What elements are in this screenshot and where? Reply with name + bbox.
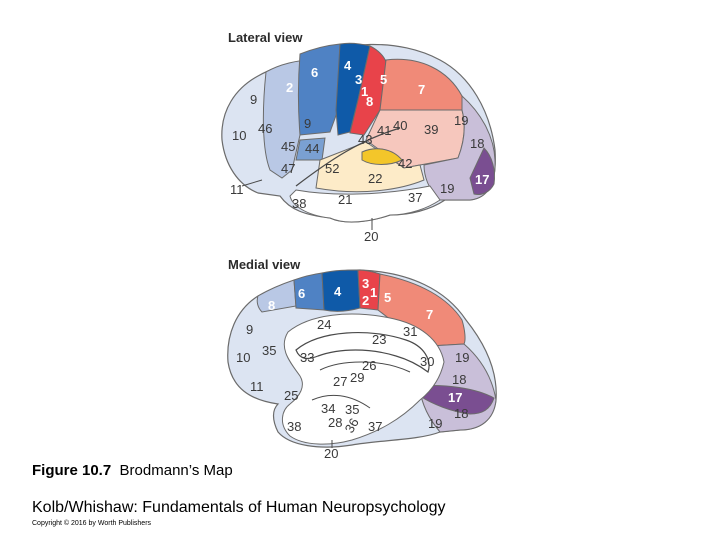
lateral-area-label: 42 xyxy=(398,156,412,171)
medial-area-label: 10 xyxy=(236,350,250,365)
lateral-region-21-37-38 xyxy=(289,185,441,223)
medial-area-label: 28 xyxy=(328,415,342,430)
lateral-area-label: 5 xyxy=(380,72,387,87)
lateral-area-label: 43 xyxy=(358,132,372,147)
lateral-sulcus-line xyxy=(295,127,401,187)
lateral-area-label: 3 xyxy=(355,72,362,87)
lateral-area-label: 4 xyxy=(344,58,352,73)
lateral-area-label: 40 xyxy=(393,118,407,133)
brodmann-diagram: Lateral view 4 6 3 5 1 xyxy=(221,30,497,460)
medial-area-label: 7 xyxy=(426,307,433,322)
figure-title: Brodmann’s Map xyxy=(119,462,233,479)
medial-region-8 xyxy=(256,279,297,313)
lateral-region-41-42 xyxy=(361,148,403,165)
lateral-area-label: 9 xyxy=(304,116,311,131)
medial-corpus-callosum xyxy=(295,332,430,373)
lateral-region-22 xyxy=(315,141,425,193)
medial-area-label: 2 xyxy=(362,293,369,308)
medial-area-label: 1 xyxy=(370,285,377,300)
lateral-view-title: Lateral view xyxy=(228,30,303,45)
medial-view: Medial view 3 6 4 1 8 2 5 24 7 31 xyxy=(227,257,497,460)
lateral-area-label: 9 xyxy=(250,92,257,107)
medial-area-label: 27 xyxy=(333,374,347,389)
lateral-area-label: 8 xyxy=(366,94,373,109)
medial-area-label: 11 xyxy=(250,379,264,394)
lateral-area-label: 19 xyxy=(440,181,454,196)
medial-hippocampal-line xyxy=(311,394,371,409)
lateral-area-label: 37 xyxy=(408,190,422,205)
lateral-area-label: 20 xyxy=(364,229,378,244)
medial-area-label: 26 xyxy=(362,358,376,373)
lateral-area-label: 10 xyxy=(232,128,246,143)
lateral-area-label: 39 xyxy=(424,122,438,137)
medial-view-title: Medial view xyxy=(228,257,301,272)
medial-area-label: 17 xyxy=(448,390,462,405)
lateral-area-label: 52 xyxy=(325,161,339,176)
medial-area-label: 30 xyxy=(420,354,434,369)
lateral-area-label: 47 xyxy=(281,161,295,176)
medial-area-label: 37 xyxy=(368,419,382,434)
lateral-region-3-1-2 xyxy=(349,45,387,136)
medial-area-label: 35 xyxy=(345,402,359,417)
medial-area-label: 8 xyxy=(268,298,275,313)
source-citation: Kolb/Whishaw: Fundamentals of Human Neur… xyxy=(32,499,446,516)
lateral-area-label: 7 xyxy=(418,82,425,97)
medial-area-label: 18 xyxy=(452,372,466,387)
medial-area-label: 36 xyxy=(342,415,362,435)
lateral-area-label: 41 xyxy=(377,123,391,138)
lateral-region-4 xyxy=(335,42,371,136)
medial-region-17 xyxy=(419,385,495,415)
lateral-region-6 xyxy=(298,43,341,136)
medial-area-label: 31 xyxy=(403,324,417,339)
figure-caption: Figure 10.7 Brodmann’s Map xyxy=(32,462,233,479)
lateral-area-label: 1 xyxy=(361,84,368,99)
medial-area-label: 23 xyxy=(372,332,386,347)
figure-number: Figure 10.7 xyxy=(32,462,112,479)
lateral-area-label: 11 xyxy=(230,182,244,197)
lateral-area-label: 2 xyxy=(286,80,293,95)
medial-area-label: 29 xyxy=(350,370,364,385)
copyright-notice: Copyright © 2016 by Worth Publishers xyxy=(32,520,152,527)
lateral-area-label: 46 xyxy=(258,121,272,136)
medial-area-label: 19 xyxy=(455,350,469,365)
lateral-area-label: 18 xyxy=(470,136,484,151)
medial-fornix-line xyxy=(319,361,411,373)
medial-area-label: 19 xyxy=(428,416,442,431)
medial-area-label: 25 xyxy=(284,388,298,403)
medial-area-label: 38 xyxy=(287,419,301,434)
lateral-area-label: 45 xyxy=(281,139,295,154)
medial-area-label: 3 xyxy=(362,276,369,291)
medial-area-label: 5 xyxy=(384,290,391,305)
lateral-area-label: 38 xyxy=(292,196,306,211)
lateral-area-label: 17 xyxy=(475,172,489,187)
lateral-view: Lateral view 4 6 3 5 1 xyxy=(221,30,496,244)
lateral-area-label: 44 xyxy=(305,141,319,156)
lateral-pointer-11 xyxy=(241,179,263,187)
lateral-area-label: 22 xyxy=(368,171,382,186)
medial-area-label: 24 xyxy=(317,317,331,332)
medial-area-label: 9 xyxy=(246,322,253,337)
lateral-area-label: 21 xyxy=(338,192,352,207)
medial-area-label: 33 xyxy=(300,350,314,365)
medial-area-label: 20 xyxy=(324,446,338,460)
lateral-area-label: 19 xyxy=(454,113,468,128)
lateral-area-label: 6 xyxy=(311,65,318,80)
medial-area-label: 6 xyxy=(298,286,305,301)
medial-area-label: 34 xyxy=(321,401,335,416)
medial-area-label: 35 xyxy=(262,343,276,358)
medial-area-label: 4 xyxy=(334,284,342,299)
medial-area-label: 18 xyxy=(454,406,468,421)
lateral-region-17 xyxy=(469,147,495,195)
